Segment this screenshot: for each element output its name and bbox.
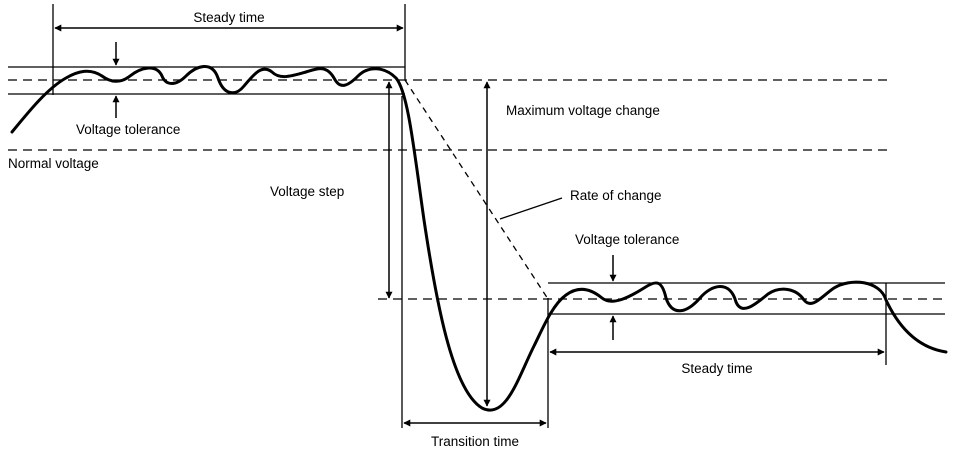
rate-of-change-leader <box>499 197 563 220</box>
maximum-voltage-change-label: Maximum voltage change <box>506 103 660 118</box>
voltage-tolerance-bottom-label: Voltage tolerance <box>575 232 679 247</box>
transition-time-label: Transition time <box>431 434 519 449</box>
rate-of-change-label: Rate of change <box>570 188 662 203</box>
voltage-tolerance-top-label: Voltage tolerance <box>76 122 180 137</box>
voltage-waveform <box>10 65 948 412</box>
normal-voltage-label: Normal voltage <box>8 156 99 171</box>
steady-time-top-label: Steady time <box>193 10 264 25</box>
voltage-step-label: Voltage step <box>270 184 344 199</box>
steady-time-bottom-label: Steady time <box>681 361 752 376</box>
